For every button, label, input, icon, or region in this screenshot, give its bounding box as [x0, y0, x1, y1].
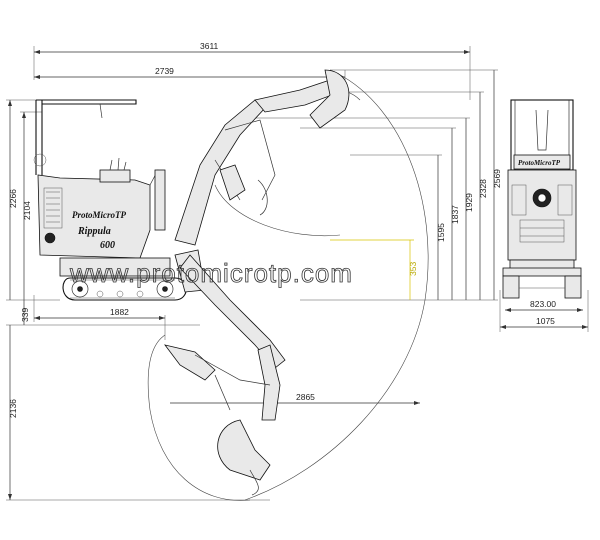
brand-side-label: ProtoMicroTP: [72, 210, 126, 220]
dim-dump-height-2: 1837: [450, 205, 460, 224]
dim-dump-height-3: 1929: [464, 193, 474, 212]
dim-track-width-outer: 1075: [536, 316, 555, 326]
excavator-side-view: ProtoMicroTP Rippula 600: [33, 69, 350, 496]
dim-reach-ground: 2865: [296, 392, 315, 402]
track-rollers: [71, 280, 174, 298]
dim-dump-height-4: 2328: [478, 179, 488, 198]
model-number-label: 600: [100, 240, 115, 251]
dim-height-cab: 2104: [22, 201, 32, 220]
dim-dig-depth: 2136: [8, 399, 18, 418]
dim-height-arm: 2266: [8, 189, 18, 208]
brand-front-label: ProtoMicroTP: [518, 159, 561, 167]
dim-body-length: 2739: [155, 66, 174, 76]
dim-dozer-height: 353: [408, 262, 418, 276]
dim-dump-height-1: 1595: [436, 223, 446, 242]
excavator-front-view: ProtoMicroTP: [502, 99, 582, 299]
dim-total-length: 3611: [200, 41, 219, 51]
dimension-lines: 3611 2739 2266 2104 339 2136 1882: [6, 41, 589, 501]
watermark-text: www.protomicrotp.com: [69, 258, 353, 288]
dim-track-width-inner: 823.00: [530, 299, 556, 309]
dim-track-to-swing: 1882: [110, 307, 129, 317]
dim-ground-clearance: 339: [20, 308, 30, 322]
dim-max-height: 2569: [492, 169, 502, 188]
model-name-label: Rippula: [77, 226, 111, 237]
